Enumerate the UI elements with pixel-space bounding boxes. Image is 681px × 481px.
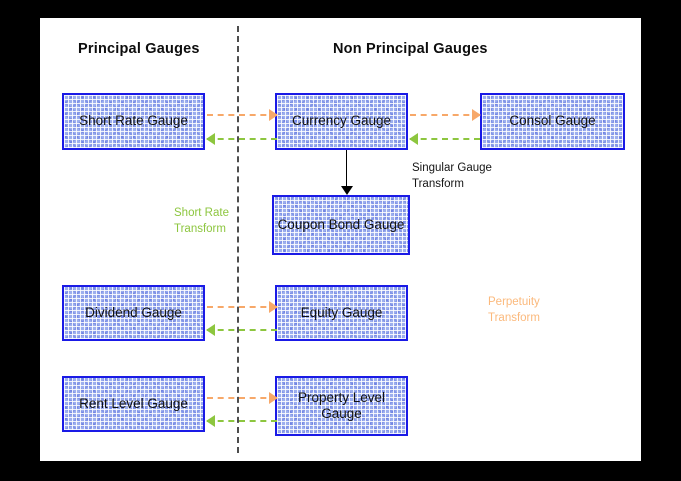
arrowhead-left-icon	[206, 324, 215, 336]
arrowhead-right-icon	[269, 109, 278, 121]
arrow-line	[207, 397, 277, 399]
node-consol-gauge[interactable]: Consol Gauge	[480, 93, 625, 150]
arrow-line	[207, 329, 277, 331]
annotation-short-rate-transform: Short Rate Transform	[174, 207, 229, 235]
arrow-dividend-to-equity	[207, 301, 278, 313]
arrow-currency-to-short-rate	[206, 133, 277, 145]
node-equity-gauge[interactable]: Equity Gauge	[275, 285, 408, 341]
arrow-equity-to-dividend	[206, 324, 277, 336]
annotation-perpetuity-transform: Perpetuity Transform	[488, 296, 540, 324]
arrowhead-left-icon	[409, 133, 418, 145]
arrowhead-down-icon	[341, 186, 353, 195]
node-rent-level-gauge[interactable]: Rent Level Gauge	[62, 376, 205, 432]
arrow-line	[207, 420, 277, 422]
arrow-currency-to-coupon-bond	[341, 150, 353, 195]
node-label: Consol Gauge	[509, 113, 596, 129]
arrow-line	[207, 306, 277, 308]
arrow-consol-to-currency	[409, 133, 480, 145]
arrowhead-right-icon	[269, 301, 278, 313]
node-label: Property Level Gauge	[297, 389, 386, 421]
column-title-non-principal: Non Principal Gauges	[333, 41, 488, 57]
arrow-line	[410, 114, 480, 116]
arrow-line	[207, 138, 277, 140]
node-label: Currency Gauge	[291, 113, 392, 129]
node-currency-gauge[interactable]: Currency Gauge	[275, 93, 408, 150]
node-label: Dividend Gauge	[85, 304, 182, 320]
arrowhead-left-icon	[206, 415, 215, 427]
diagram-canvas: Principal Gauges Non Principal Gauges Sh…	[40, 18, 641, 461]
arrow-property-level-to-rent-level	[206, 415, 277, 427]
node-property-level-gauge[interactable]: Property Level Gauge	[275, 376, 408, 436]
arrowhead-right-icon	[269, 392, 278, 404]
node-coupon-bond-gauge[interactable]: Coupon Bond Gauge	[272, 195, 410, 255]
node-short-rate-gauge[interactable]: Short Rate Gauge	[62, 93, 205, 150]
node-label: Short Rate Gauge	[79, 113, 188, 129]
arrow-line	[410, 138, 480, 140]
arrow-short-rate-to-currency	[207, 109, 278, 121]
node-label: Rent Level Gauge	[79, 395, 188, 411]
node-label: Coupon Bond Gauge	[277, 216, 405, 232]
arrowhead-right-icon	[472, 109, 481, 121]
node-dividend-gauge[interactable]: Dividend Gauge	[62, 285, 205, 341]
arrow-line	[207, 114, 277, 116]
arrow-line	[346, 150, 347, 187]
arrow-currency-to-consol	[410, 109, 481, 121]
arrowhead-left-icon	[206, 133, 215, 145]
column-title-principal: Principal Gauges	[78, 41, 200, 57]
node-label: Equity Gauge	[300, 304, 383, 320]
annotation-singular-gauge-transform: Singular Gauge Transform	[412, 162, 492, 190]
column-divider	[237, 26, 239, 453]
arrow-rent-level-to-property-level	[207, 392, 278, 404]
